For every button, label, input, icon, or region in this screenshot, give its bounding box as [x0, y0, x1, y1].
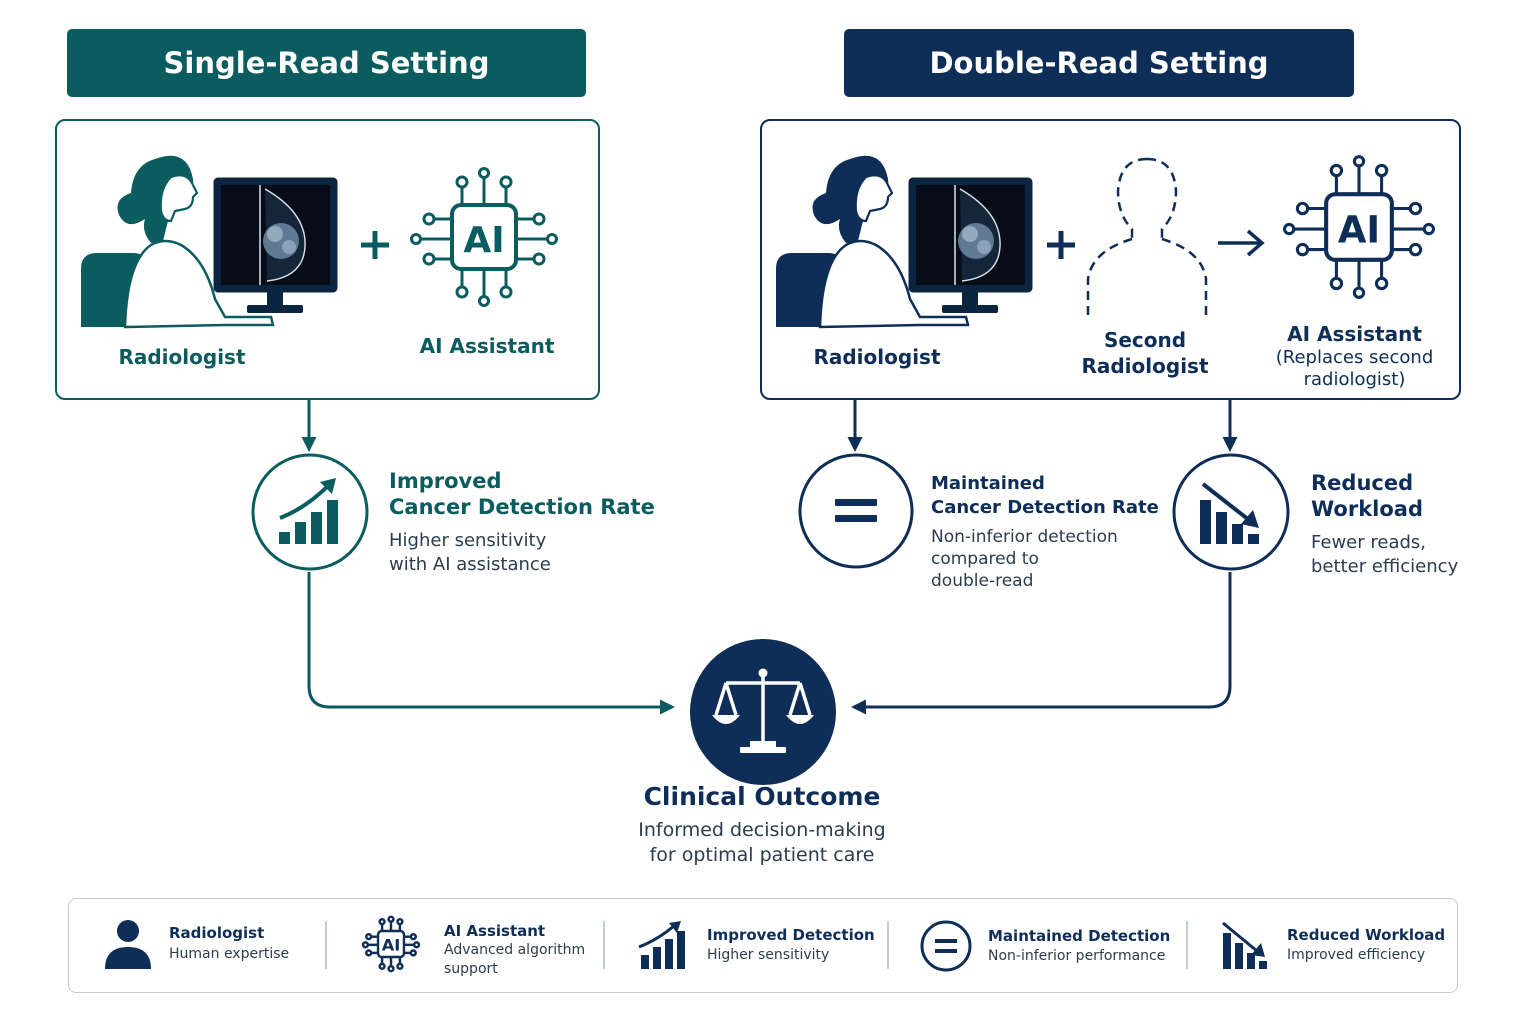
legend-bar: Radiologist Human expertise AI AI Assist… — [68, 898, 1458, 993]
ai-chip-icon: AI — [361, 915, 421, 973]
reduced-workload-desc: Fewer reads, better efficiency — [1311, 531, 1458, 579]
reduced-workload-desc-line1: Fewer reads, — [1311, 532, 1426, 553]
legend-divider — [325, 921, 327, 969]
legend-ai-desc: Advanced algorithm support — [444, 941, 585, 979]
maintained-detection-desc-line1: Non-inferior detection — [931, 527, 1118, 547]
legend-maintained-title: Maintained Detection — [988, 927, 1171, 945]
legend-ai-title: AI Assistant — [444, 922, 546, 940]
double-ai-label-sub1: (Replaces second — [1275, 347, 1434, 368]
legend-maintained-desc: Non-inferior performance — [988, 948, 1166, 964]
legend-radiologist-desc: Human expertise — [169, 946, 290, 962]
scales-of-justice-icon — [690, 639, 836, 785]
double-ai-label-sub2: radiologist) — [1303, 369, 1406, 390]
single-read-header: Single-Read Setting — [67, 29, 586, 97]
clinical-outcome-title: Clinical Outcome — [643, 782, 881, 811]
improved-detection-desc-line2: with AI assistance — [389, 554, 551, 575]
legend-divider — [603, 921, 605, 969]
improved-detection-desc: Higher sensitivity with AI assistance — [389, 529, 551, 577]
double-radiologist-label: Radiologist — [813, 345, 941, 369]
reduced-workload-title: Reduced Workload — [1311, 470, 1423, 522]
ai-chip-icon: AI — [410, 167, 558, 307]
clinical-outcome-desc-line2: for optimal patient care — [649, 844, 875, 866]
person-icon — [105, 920, 151, 969]
improved-detection-icon — [251, 453, 369, 571]
equals-icon — [920, 920, 972, 972]
maintained-detection-desc: Non-inferior detection compared to doubl… — [931, 526, 1118, 592]
improved-detection-desc-line1: Higher sensitivity — [389, 530, 547, 551]
maintained-detection-title-line1: Maintained — [931, 473, 1045, 494]
improved-detection-title: Improved Cancer Detection Rate — [389, 468, 655, 520]
maintained-detection-title-line2: Cancer Detection Rate — [931, 497, 1159, 518]
double-ai-label: AI Assistant (Replaces second radiologis… — [1262, 321, 1447, 391]
chart-down-icon — [1222, 921, 1267, 969]
plus-icon — [1047, 231, 1075, 259]
clinical-outcome-desc-line1: Informed decision-making — [638, 819, 886, 841]
second-radiologist-dashed-icon — [1086, 157, 1208, 315]
legend-ai-desc-line2: support — [444, 961, 498, 977]
maintained-detection-icon — [798, 453, 914, 569]
radiologist-at-monitor-illustration — [81, 155, 338, 329]
single-read-panel: Radiologist AI AI Assistant — [55, 119, 600, 400]
legend-ai-chip-text: AI — [382, 935, 401, 954]
plus-icon — [361, 231, 389, 259]
double-read-header-text: Double-Read Setting — [929, 46, 1269, 80]
double-read-panel: Radiologist Second Radiologist — [760, 119, 1461, 400]
legend-ai-desc-line1: Advanced algorithm — [444, 942, 586, 958]
reduced-workload-title-line2: Workload — [1311, 497, 1423, 521]
second-radiologist-label-line1: Second — [1103, 328, 1187, 352]
single-read-header-text: Single-Read Setting — [163, 46, 490, 80]
single-ai-chip-text: AI — [463, 220, 504, 261]
reduced-workload-desc-line2: better efficiency — [1311, 556, 1459, 577]
chart-up-icon — [638, 921, 685, 969]
legend-improved-title: Improved Detection — [707, 926, 875, 944]
maintained-detection-desc-line3: double-read — [931, 571, 1034, 591]
double-read-header: Double-Read Setting — [844, 29, 1354, 97]
second-radiologist-label-line2: Radiologist — [1081, 354, 1209, 378]
legend-divider — [1186, 921, 1188, 969]
legend-radiologist-title: Radiologist — [169, 924, 265, 942]
double-ai-label-title: AI Assistant — [1287, 322, 1422, 346]
legend-reduced-title: Reduced Workload — [1287, 926, 1446, 944]
single-ai-label: AI Assistant — [419, 334, 555, 358]
arrow-right-icon — [1218, 229, 1265, 257]
single-radiologist-label: Radiologist — [118, 345, 246, 369]
double-ai-chip-text: AI — [1338, 208, 1380, 251]
maintained-detection-title: Maintained Cancer Detection Rate — [931, 472, 1159, 520]
second-radiologist-label: Second Radiologist — [1070, 327, 1220, 379]
double-to-outcome-connector — [851, 572, 1232, 715]
improved-detection-title-line1: Improved — [389, 469, 502, 493]
reduced-workload-icon — [1172, 453, 1290, 571]
radiologist-at-monitor-illustration — [776, 155, 1033, 329]
reduced-workload-title-line1: Reduced — [1311, 471, 1414, 495]
legend-divider — [887, 921, 889, 969]
ai-chip-icon: AI — [1283, 155, 1435, 299]
clinical-outcome-desc: Informed decision-making for optimal pat… — [562, 818, 962, 868]
maintained-detection-desc-line2: compared to — [931, 549, 1039, 569]
single-to-outcome-connector — [307, 572, 675, 715]
legend-improved-desc: Higher sensitivity — [707, 947, 830, 963]
legend-reduced-desc: Improved efficiency — [1287, 947, 1426, 963]
improved-detection-title-line2: Cancer Detection Rate — [389, 495, 655, 519]
